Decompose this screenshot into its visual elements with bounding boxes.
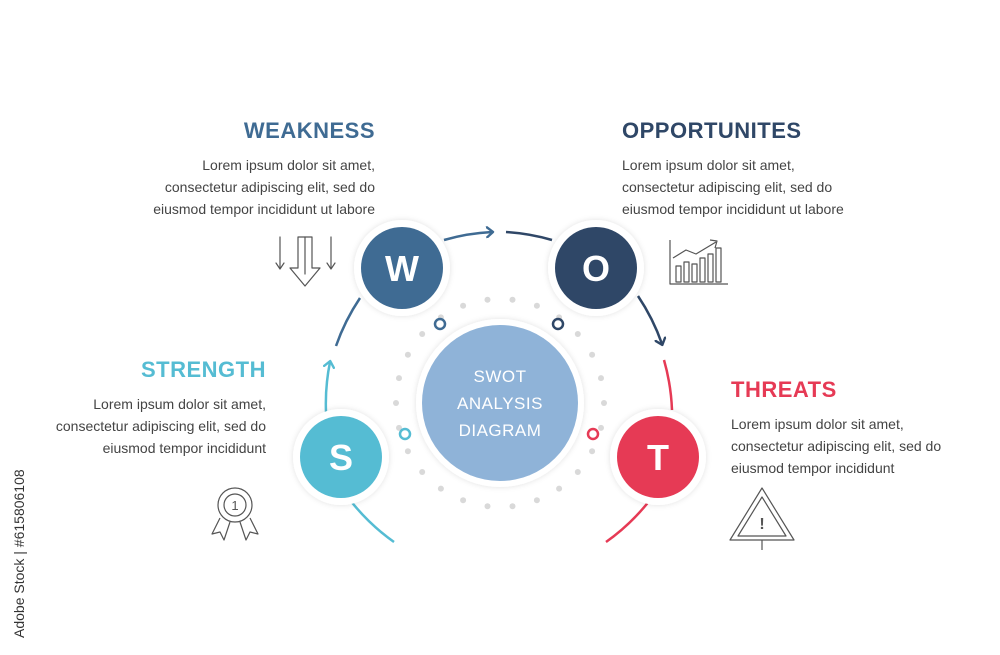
growth-chart-icon [669,239,728,285]
ring-dot [601,400,607,406]
threats-line-2: consectetur adipiscing elit, sed do [731,438,942,454]
arc-opportunities-gap [505,230,553,242]
arc-strength-upper [326,362,330,413]
weakness-block: WEAKNESS Lorem ipsum dolor sit amet, con… [120,118,375,220]
opportunities-block: OPPORTUNITES Lorem ipsum dolor sit amet,… [622,118,882,220]
ring-dot [533,497,540,504]
ring-dot [509,296,516,303]
opportunities-line-3: eiusmod tempor incididunt ut labore [622,201,844,217]
connector-ring-threats [586,427,600,441]
ring-dot [460,302,467,309]
connector-ring-strength [398,427,412,441]
weakness-node: W [354,220,450,316]
ring-dot [574,469,581,475]
opportunities-node: O [548,220,644,316]
opportunities-line-2: consectetur adipiscing elit, sed do [622,179,833,195]
ring-dot [484,296,491,303]
arc-weakness-to-opportunities [443,232,492,242]
arc-opportunities-to-threats [636,295,662,344]
center-line-2: ANALYSIS [457,394,543,413]
ring-dot [533,302,540,309]
threats-node: T [610,409,706,505]
ring-dot [393,400,399,406]
strength-block: STRENGTH Lorem ipsum dolor sit amet, con… [40,357,266,459]
threats-line-3: eiusmod tempor incididunt [731,460,895,476]
threats-title: THREATS [731,377,837,402]
weakness-text: Lorem ipsum dolor sit amet, consectetur … [120,154,375,220]
threats-letter: T [647,437,669,478]
opportunities-line-1: Lorem ipsum dolor sit amet, [622,157,795,173]
connector-ring-opportunities [551,317,565,331]
weakness-line-3: eiusmod tempor incididunt ut labore [153,201,375,217]
down-arrows-icon [275,236,336,287]
ring-dot [484,503,491,510]
strength-title: STRENGTH [141,357,266,382]
strength-line-2: consectetur adipiscing elit, sed do [55,418,266,434]
strength-letter: S [329,437,353,478]
ring-dot [404,351,411,358]
ring-dot [419,469,426,475]
stock-id-text: Adobe Stock | #615806108 [11,469,27,638]
ring-dot [598,375,604,382]
connector-ring-weakness [433,317,447,331]
ring-dot [598,424,604,431]
ring-dot [589,448,596,455]
arc-threats-upper [662,359,674,411]
weakness-line-2: consectetur adipiscing elit, sed do [164,179,375,195]
strength-node: S [293,409,389,505]
center-line-1: SWOT [474,367,527,386]
ring-dot [460,497,467,504]
arc-strength-lower [349,499,395,544]
center-line-3: DIAGRAM [459,421,542,440]
ring-dot [419,331,426,337]
ring-dot [509,503,516,510]
threats-block: THREATS Lorem ipsum dolor sit amet, cons… [731,377,971,479]
strength-text: Lorem ipsum dolor sit amet, consectetur … [40,393,266,459]
arc-threats-lower [605,499,651,544]
strength-line-1: Lorem ipsum dolor sit amet, [93,396,266,412]
ring-dot [396,424,402,431]
ring-dot [437,485,444,492]
warning-mark: ! [759,516,764,533]
weakness-title: WEAKNESS [243,118,375,143]
strength-line-3: eiusmod tempor incididunt [102,440,266,456]
weakness-letter: W [385,248,419,289]
medal-number: 1 [231,498,238,513]
stock-id-label: Adobe Stock | #615806108 [11,469,27,638]
medal-icon: 1 [211,487,259,541]
threats-line-1: Lorem ipsum dolor sit amet, [731,416,904,432]
ring-dot [556,485,563,492]
ring-dot [404,448,411,455]
ring-dot [589,351,596,358]
opportunities-letter: O [582,248,610,289]
arc-strength-to-weakness [334,297,362,347]
opportunities-title: OPPORTUNITES [622,118,802,143]
threats-text: Lorem ipsum dolor sit amet, consectetur … [731,413,971,479]
ring-dot [574,331,581,337]
opportunities-text: Lorem ipsum dolor sit amet, consectetur … [622,154,882,220]
ring-dot [396,375,402,382]
center-circle: SWOT ANALYSIS DIAGRAM [416,319,584,487]
weakness-line-1: Lorem ipsum dolor sit amet, [202,157,375,173]
warning-icon: ! [729,487,795,550]
